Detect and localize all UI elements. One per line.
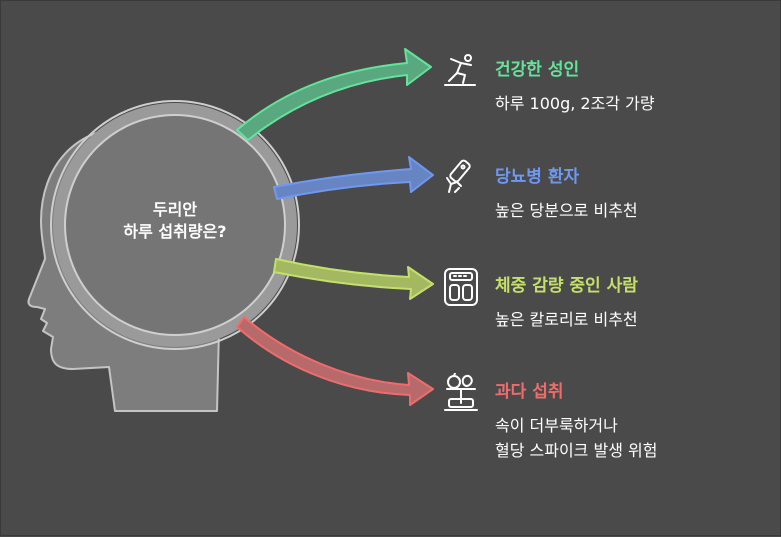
item-description: 하루 100g, 2조각 가량: [495, 94, 655, 113]
arrow-healthy-adult: [236, 48, 432, 141]
item-title: 건강한 성인: [495, 60, 580, 80]
item-title: 당뇨병 환자: [495, 167, 580, 187]
glucose-meter-icon: [446, 159, 471, 193]
brain-ring-outer: [50, 100, 300, 350]
item-title: 과다 섭취: [495, 382, 564, 402]
arrow-diabetic: [273, 156, 434, 200]
person-exercising-icon: [444, 54, 476, 86]
item-description-line-2: 혈당 스파이크 발생 위험: [495, 441, 658, 460]
item-description: 속이 더부룩하거나 혈당 스파이크 발생 위험: [495, 413, 657, 463]
arrow-overeating: [236, 316, 434, 406]
item-description: 높은 칼로리로 비추천: [495, 310, 638, 329]
brain-center: [64, 114, 286, 336]
center-line-2: 하루 섭취량은?: [123, 222, 227, 241]
food-scale-icon: [444, 373, 478, 411]
arrow-weight-loss: [273, 258, 434, 300]
item-description: 높은 당분으로 비추천: [495, 201, 638, 220]
item-description-line-1: 속이 더부룩하거나: [495, 416, 618, 435]
center-question: 두리안 하루 섭취량은?: [61, 199, 289, 243]
item-title: 체중 감량 중인 사람: [495, 276, 638, 296]
center-line-1: 두리안: [152, 200, 198, 219]
brain-ring: [53, 103, 297, 347]
weight-scale-icon: [444, 268, 478, 306]
